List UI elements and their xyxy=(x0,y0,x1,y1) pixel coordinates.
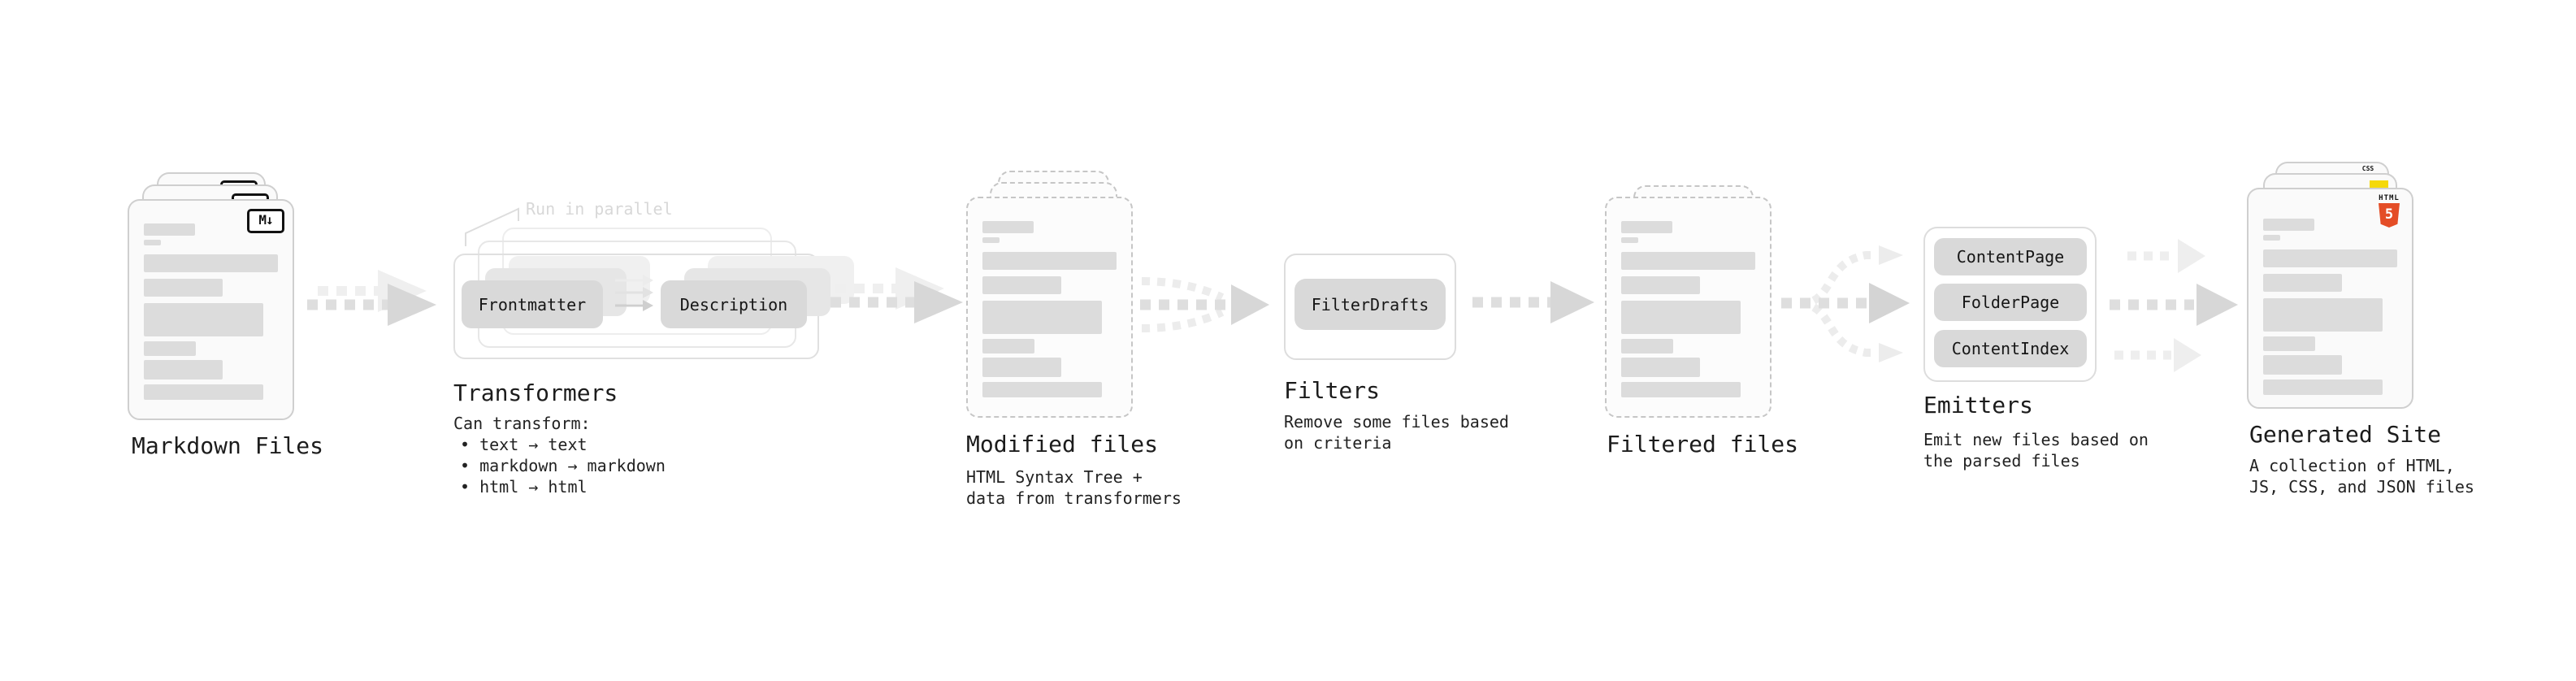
html5-icon: HTML 5 xyxy=(2376,194,2402,228)
contentindex-pill: ContentIndex xyxy=(1934,330,2087,367)
css-icon-label: CSS xyxy=(2361,165,2374,172)
doc-content-placeholder xyxy=(2249,189,2412,395)
html5-icon-word: HTML xyxy=(2379,194,2400,202)
emitters-caption: Emit new files based on the parsed files xyxy=(1923,429,2149,471)
caption-line: Emit new files based on xyxy=(1923,430,2149,449)
modified-files-caption: HTML Syntax Tree + data from transformer… xyxy=(966,466,1182,509)
filters-box: FilterDrafts xyxy=(1284,254,1456,360)
transformers-caption: Can transform: • text → text • markdown … xyxy=(453,413,666,497)
modified-doc-front xyxy=(966,197,1133,418)
caption-line: Can transform: xyxy=(453,414,591,433)
emitters-box: ContentPage FolderPage ContentIndex xyxy=(1923,227,2097,382)
generated-site-stack: CSS HTML 5 xyxy=(2247,162,2426,414)
caption-line: A collection of HTML, xyxy=(2249,456,2455,475)
folderpage-pill: FolderPage xyxy=(1934,284,2087,321)
description-pill: Description xyxy=(661,280,807,328)
caption-line: HTML Syntax Tree + xyxy=(966,467,1143,487)
caption-line: the parsed files xyxy=(1923,451,2080,471)
markdown-files-label: Markdown Files xyxy=(132,432,324,459)
transformers-label: Transformers xyxy=(453,380,618,406)
run-in-parallel-note: Run in parallel xyxy=(526,199,673,219)
markdown-file-stack: M↓ M↓ M↓ xyxy=(128,172,323,424)
caption-line: on criteria xyxy=(1284,433,1392,453)
arrow-markdown-to-transformers xyxy=(307,270,436,326)
generated-site-label: Generated Site xyxy=(2249,421,2442,448)
modified-file-stack xyxy=(966,171,1145,423)
generated-site-caption: A collection of HTML, JS, CSS, and JSON … xyxy=(2249,455,2474,497)
caption-line: JS, CSS, and JSON files xyxy=(2249,477,2474,497)
filtered-files-label: Filtered files xyxy=(1607,431,1799,458)
caption-line: data from transformers xyxy=(966,488,1182,508)
doc-content-placeholder xyxy=(1607,198,1770,397)
filters-caption: Remove some files based on criteria xyxy=(1284,411,1509,453)
filtered-doc-front xyxy=(1605,197,1772,418)
markdown-doc-front: M↓ xyxy=(128,199,294,420)
arrow-modified-to-filters xyxy=(1140,277,1269,332)
markdown-icon: M↓ xyxy=(247,209,284,233)
modified-files-label: Modified files xyxy=(966,431,1159,458)
filtered-file-stack xyxy=(1605,185,1784,429)
arrow-filters-to-filtered xyxy=(1472,281,1594,323)
caption-line: • text → text xyxy=(460,435,588,454)
caption-line: • html → html xyxy=(460,477,588,497)
filters-label: Filters xyxy=(1284,377,1381,404)
arrow-emitters-to-generated xyxy=(2110,239,2238,372)
arrow-filtered-to-emitters xyxy=(1781,245,1910,362)
doc-content-placeholder xyxy=(968,198,1131,397)
doc-content-placeholder xyxy=(129,201,293,400)
filterdrafts-pill: FilterDrafts xyxy=(1295,279,1446,330)
html5-icon-shield: 5 xyxy=(2379,203,2400,228)
contentpage-pill: ContentPage xyxy=(1934,238,2087,275)
caption-line: Remove some files based xyxy=(1284,412,1509,432)
generated-doc-html: HTML 5 xyxy=(2247,188,2413,409)
caption-line: • markdown → markdown xyxy=(460,456,666,475)
emitters-label: Emitters xyxy=(1923,392,2033,419)
frontmatter-pill: Frontmatter xyxy=(462,280,603,328)
